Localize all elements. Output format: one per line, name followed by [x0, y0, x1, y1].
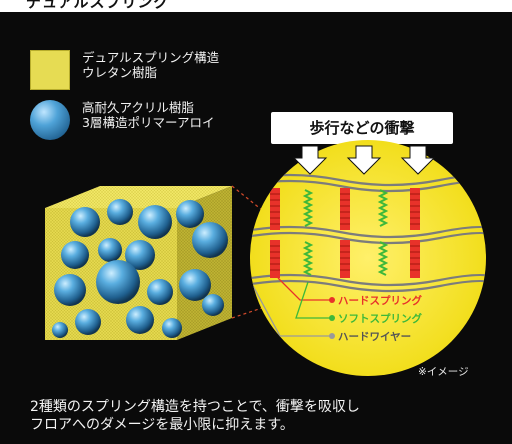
description-line2: フロアへのダメージを最小限に抑えます。: [30, 417, 294, 433]
legend-item-acrylic: 高耐久アクリル樹脂 3層構造ポリマーアロイ: [30, 100, 214, 140]
header-bar: デュアルスプリング: [0, 0, 512, 12]
legend-urethane-line1: デュアルスプリング構造: [82, 50, 220, 65]
label-hard-wire: ハードワイヤー: [338, 331, 411, 343]
label-hard-spring: ハードスプリング: [338, 294, 422, 307]
legend-acrylic-line1: 高耐久アクリル樹脂: [82, 100, 194, 115]
legend-item-urethane: デュアルスプリング構造 ウレタン樹脂: [30, 50, 219, 90]
label-soft-spring: ソフトスプリング: [338, 312, 422, 325]
impact-arrows: [292, 145, 436, 175]
legend-acrylic-line2: 3層構造ポリマーアロイ: [82, 115, 215, 130]
acrylic-spheres: [52, 199, 228, 338]
image-note: ※イメージ: [418, 366, 469, 378]
description-line1: 2種類のスプリング構造を持つことで、衝撃を吸収し: [30, 399, 360, 415]
impact-label: 歩行などの衝撃: [271, 112, 453, 144]
legend-urethane-line2: ウレタン樹脂: [82, 65, 158, 80]
yellow-square-icon: [30, 50, 70, 90]
blue-sphere-icon: [30, 100, 70, 140]
description: 2種類のスプリング構造を持つことで、衝撃を吸収し フロアへのダメージを最小限に抑…: [30, 398, 360, 434]
zoom-connector-lines: [231, 185, 263, 319]
header-title: デュアルスプリング: [26, 0, 170, 11]
